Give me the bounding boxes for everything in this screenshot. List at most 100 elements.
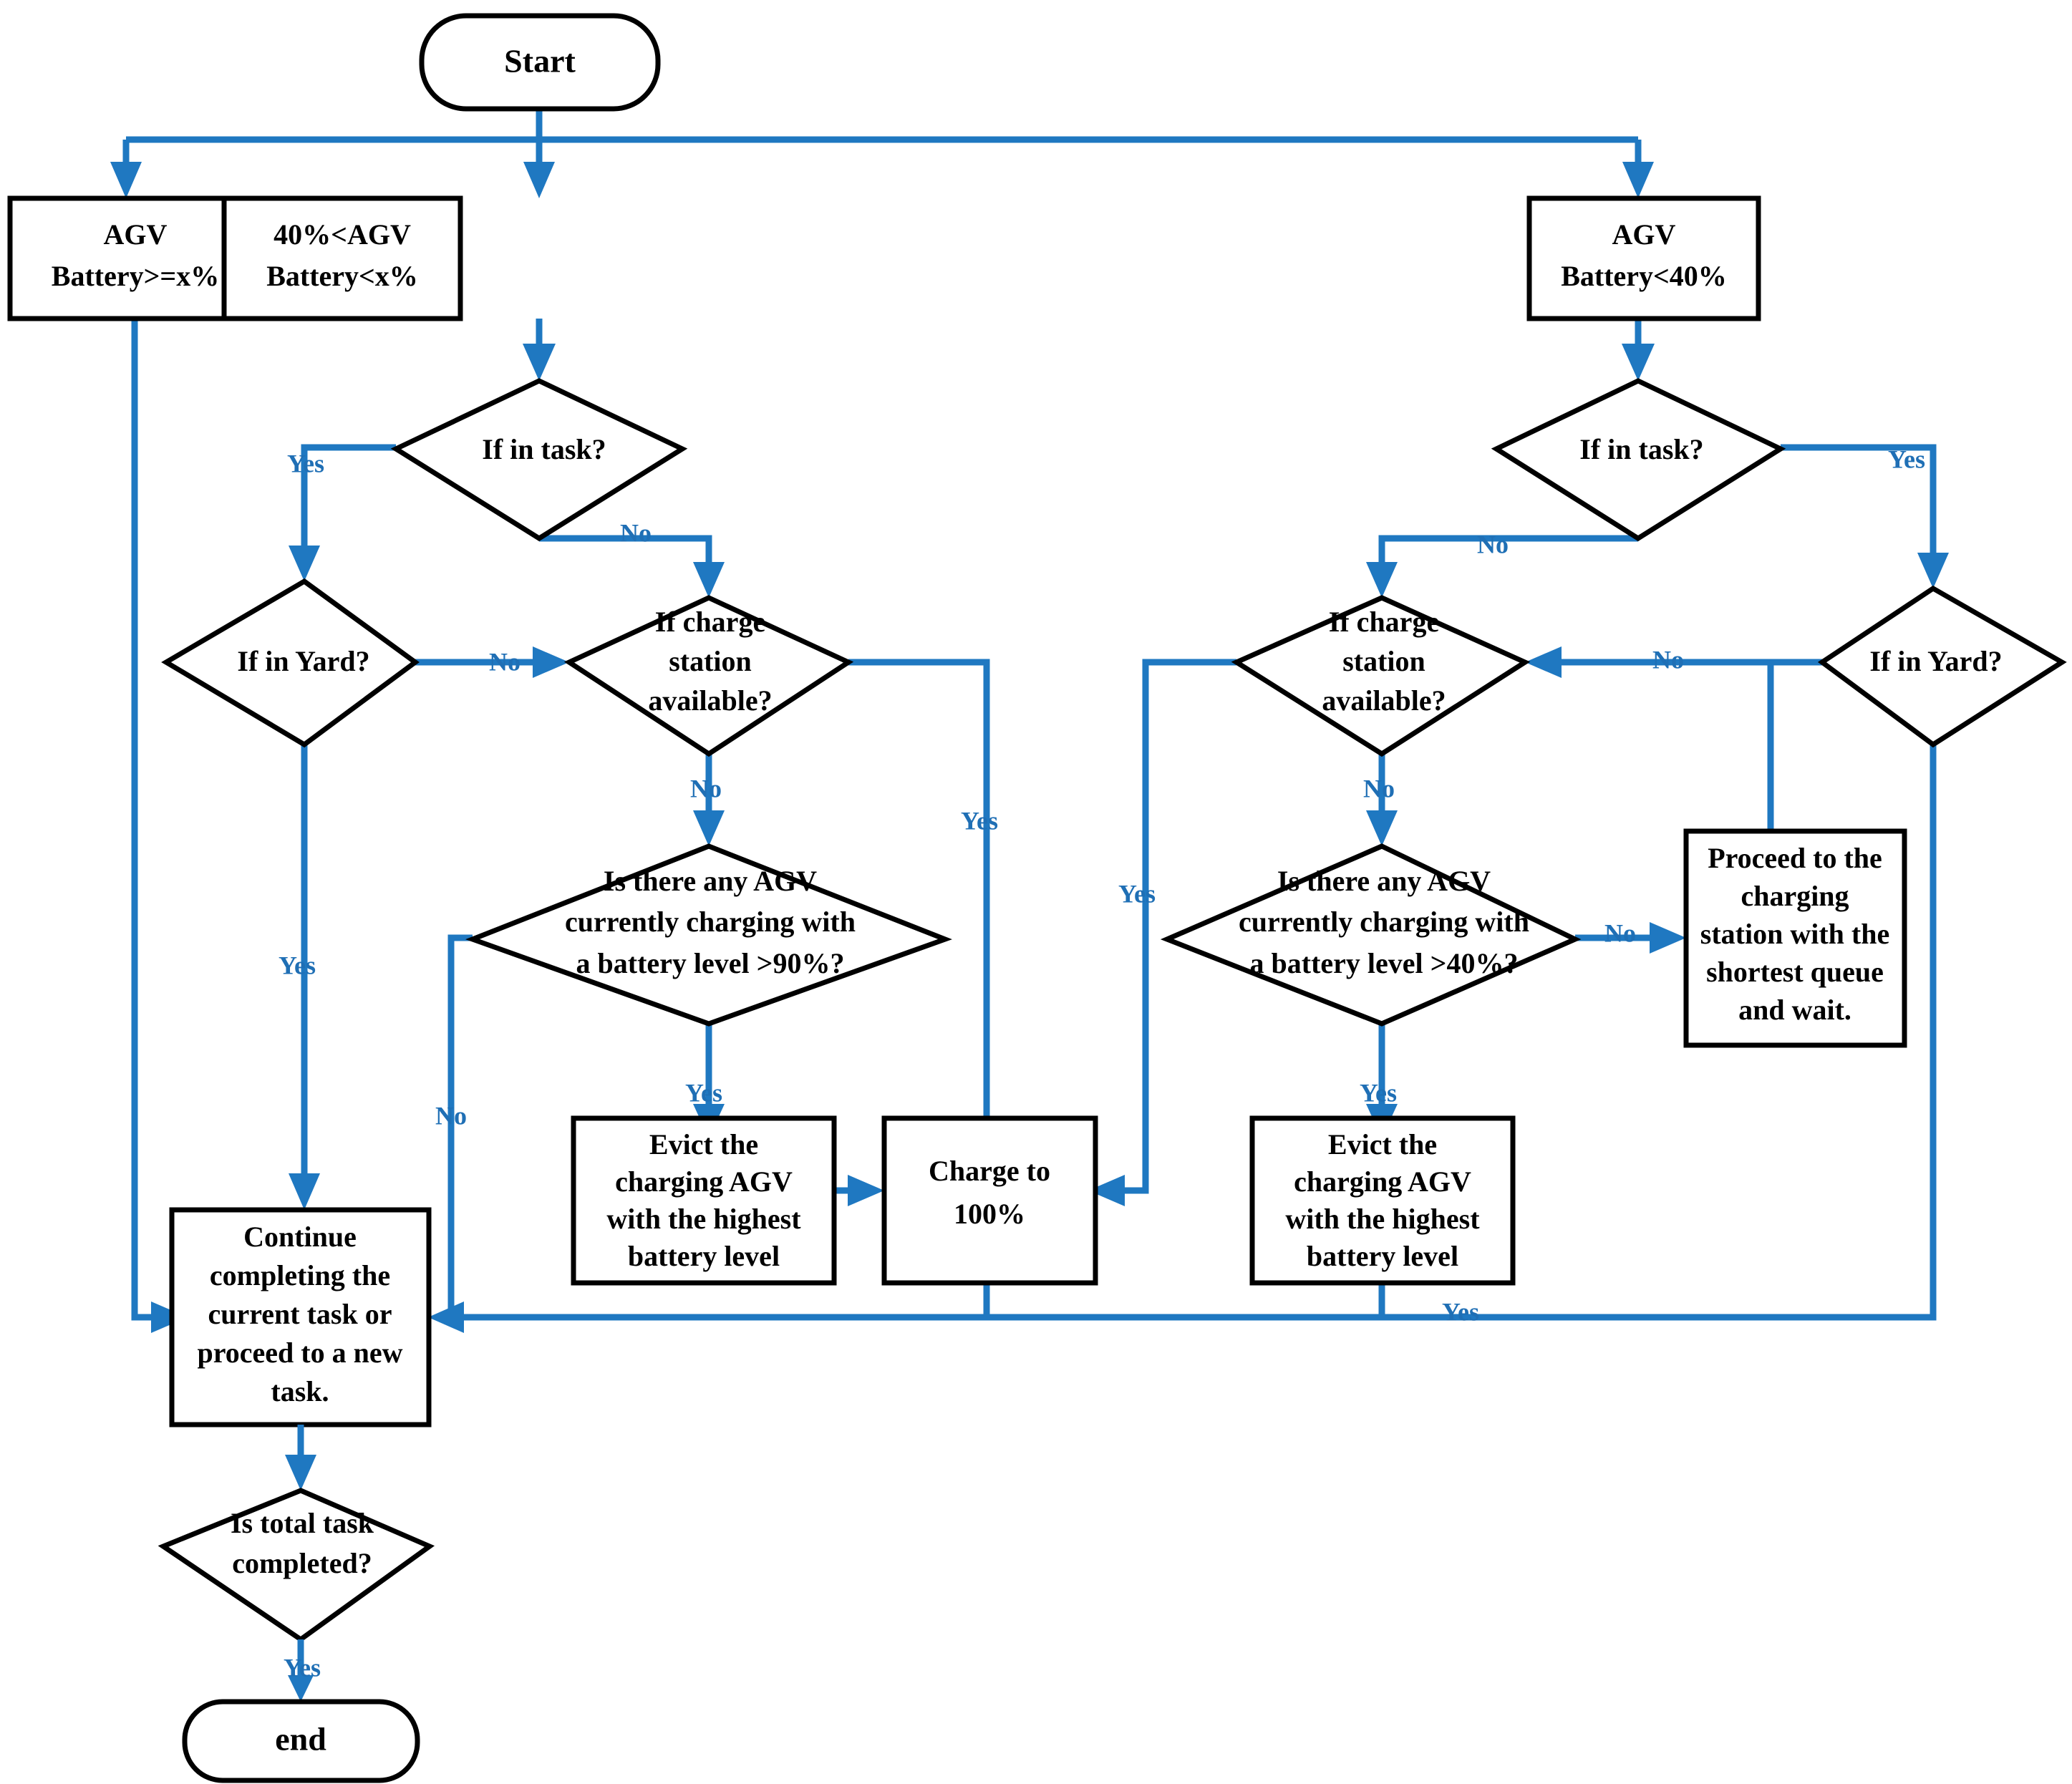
node-low-evict-agv[interactable]: Evict the charging AGV with the highest …: [1249, 1115, 1516, 1286]
edge-label-mid-in-task-yes: Yes: [287, 449, 324, 477]
edge-label-mid-charge-station-yes: Yes: [961, 806, 998, 835]
node-start-label: Start: [504, 43, 576, 79]
arrowhead-mid-any-agv-no: [428, 1301, 464, 1333]
node-end[interactable]: end: [182, 1699, 420, 1783]
edge-low-in-task-no: [1378, 535, 1638, 573]
edge-mid-in-task-no: [539, 535, 712, 573]
node-start[interactable]: Start: [419, 13, 661, 112]
node-agv-battery-low[interactable]: AGV Battery<40%: [1526, 195, 1761, 321]
edge-label-mid-in-yard-no: No: [489, 647, 521, 676]
edge-agv-high-to-continue: [131, 319, 163, 1321]
node-low-any-agv-charging[interactable]: Is there any AGV currently charging with…: [1160, 843, 1582, 1027]
arrowhead-bus-to-agv-mid: [523, 162, 555, 198]
node-proceed-line3: station with the: [1700, 918, 1889, 950]
node-is-total-task-completed[interactable]: Is total task completed?: [158, 1488, 435, 1643]
arrowhead-low-in-task-no: [1366, 562, 1398, 598]
node-continue-line3: current task or: [208, 1298, 392, 1330]
node-low-if-in-task[interactable]: If in task?: [1491, 378, 1786, 542]
arrowhead-low-charge-station-yes: [1088, 1175, 1125, 1206]
edge-label-low-any-agv-no: No: [1604, 918, 1636, 947]
node-low-evict-line2: charging AGV: [1294, 1165, 1471, 1198]
node-total-done-line2: completed?: [232, 1547, 372, 1579]
node-low-charge-station-line3: available?: [1322, 684, 1446, 717]
node-agv-mid-line1: 40%<AGV: [273, 218, 411, 251]
node-end-label: end: [275, 1721, 326, 1758]
node-low-if-in-task-label: If in task?: [1579, 433, 1703, 465]
node-agv-mid-line2: Battery<x%: [266, 260, 418, 292]
edge-label-low-charge-station-yes: Yes: [1118, 879, 1156, 908]
arrowhead-agv-mid-to-in-task: [523, 344, 556, 381]
arrowhead-agv-low-to-in-task: [1622, 344, 1655, 381]
arrowhead-continue-to-total-done: [285, 1455, 316, 1490]
node-agv-high-line1: AGV: [104, 218, 168, 251]
node-low-if-charge-station[interactable]: If charge station available?: [1231, 595, 1531, 757]
node-low-any-agv-line2: currently charging with: [1239, 906, 1529, 938]
arrowhead-mid-in-yard-no: [533, 646, 569, 678]
edge-mid-any-agv-no: [447, 934, 473, 1317]
node-agv-high-line2: Battery>=x%: [52, 260, 219, 292]
edge-mid-in-task-yes: [301, 444, 396, 558]
edge-label-low-any-agv-yes: Yes: [1360, 1078, 1397, 1107]
node-mid-charge-station-line1: If charge: [655, 606, 765, 638]
node-charge-to-100[interactable]: Charge to 100%: [881, 1115, 1098, 1286]
nodes-layer: Start AGV Battery>=x% 40%<AGV Battery<x%…: [7, 13, 2067, 1783]
node-proceed-line2: charging: [1741, 880, 1849, 912]
arrowhead-bus-to-agv-high: [110, 162, 142, 198]
node-continue-line5: task.: [271, 1375, 329, 1407]
edge-label-low-charge-station-no: No: [1363, 774, 1395, 803]
node-proceed-line1: Proceed to the: [1708, 842, 1882, 874]
node-mid-if-charge-station[interactable]: If charge station available?: [563, 595, 854, 757]
arrowhead-low-charge-station-no: [1366, 810, 1398, 846]
node-agv-battery-mid[interactable]: 40%<AGV Battery<x%: [221, 195, 463, 321]
arrowhead-bus-to-agv-low: [1622, 162, 1654, 198]
node-proceed-line5: and wait.: [1738, 994, 1851, 1026]
node-mid-if-in-yard[interactable]: If in Yard?: [161, 578, 420, 748]
node-charge-100-line1: Charge to: [929, 1155, 1050, 1187]
node-mid-charge-station-line2: station: [669, 645, 752, 677]
node-mid-evict-agv[interactable]: Evict the charging AGV with the highest …: [571, 1115, 837, 1286]
arrowhead-low-in-yard-no: [1525, 646, 1562, 678]
arrowhead-low-any-agv-no: [1650, 922, 1686, 954]
node-proceed-shortest-queue[interactable]: Proceed to the charging station with the…: [1683, 828, 1907, 1048]
arrowhead-mid-charge-station-no: [693, 810, 725, 846]
node-mid-any-agv-line3: a battery level >90%?: [576, 947, 845, 979]
node-low-if-in-yard-label: If in Yard?: [1869, 645, 2002, 677]
node-low-evict-line3: with the highest: [1285, 1203, 1480, 1235]
node-agv-battery-high[interactable]: AGV Battery>=x%: [7, 195, 263, 321]
arrowhead-mid-in-task-no: [693, 562, 725, 598]
edge-charge-to-continue: [451, 1281, 990, 1321]
node-low-if-in-yard[interactable]: If in Yard?: [1817, 585, 2067, 748]
node-mid-if-in-yard-label: If in Yard?: [237, 645, 369, 677]
node-continue-task[interactable]: Continue completing the current task or …: [169, 1207, 432, 1427]
edge-labels-layer: Yes No Yes No Yes No Yes No Yes No No Ye…: [279, 445, 1925, 1682]
node-mid-evict-line2: charging AGV: [615, 1165, 793, 1198]
edge-label-low-evict-yes: Yes: [1442, 1297, 1479, 1326]
node-mid-if-in-task-label: If in task?: [482, 433, 606, 465]
node-low-evict-line1: Evict the: [1328, 1128, 1437, 1160]
node-charge-100-line2: 100%: [954, 1198, 1025, 1230]
arrowhead-total-done-to-end: [288, 1675, 314, 1702]
node-total-done-line1: Is total task: [231, 1507, 374, 1539]
edge-label-low-in-task-yes: Yes: [1888, 445, 1925, 473]
node-continue-line2: completing the: [210, 1259, 390, 1291]
node-mid-if-in-task[interactable]: If in task?: [390, 378, 688, 542]
edge-mid-charge-station-yes: [848, 659, 990, 1145]
node-mid-evict-line3: with the highest: [606, 1203, 801, 1235]
edge-label-low-in-task-no: No: [1477, 530, 1509, 558]
node-low-any-agv-line1: Is there any AGV: [1277, 865, 1491, 897]
arrowhead-low-in-task-yes: [1917, 553, 1949, 588]
node-mid-evict-line1: Evict the: [649, 1128, 758, 1160]
edge-low-in-yard-bottom-to-continue: [987, 745, 1937, 1321]
edge-label-mid-in-yard-yes: Yes: [279, 951, 316, 979]
node-agv-low-line2: Battery<40%: [1561, 260, 1727, 292]
node-mid-any-agv-charging[interactable]: Is there any AGV currently charging with…: [465, 843, 952, 1027]
edge-label-mid-any-agv-no: No: [435, 1101, 467, 1130]
node-agv-low-line1: AGV: [1612, 218, 1676, 251]
node-mid-charge-station-line3: available?: [648, 684, 772, 717]
edge-low-in-task-yes: [1781, 444, 1937, 566]
node-mid-any-agv-line2: currently charging with: [565, 906, 856, 938]
node-continue-line1: Continue: [243, 1221, 357, 1253]
edge-label-mid-any-agv-yes: Yes: [685, 1078, 722, 1107]
